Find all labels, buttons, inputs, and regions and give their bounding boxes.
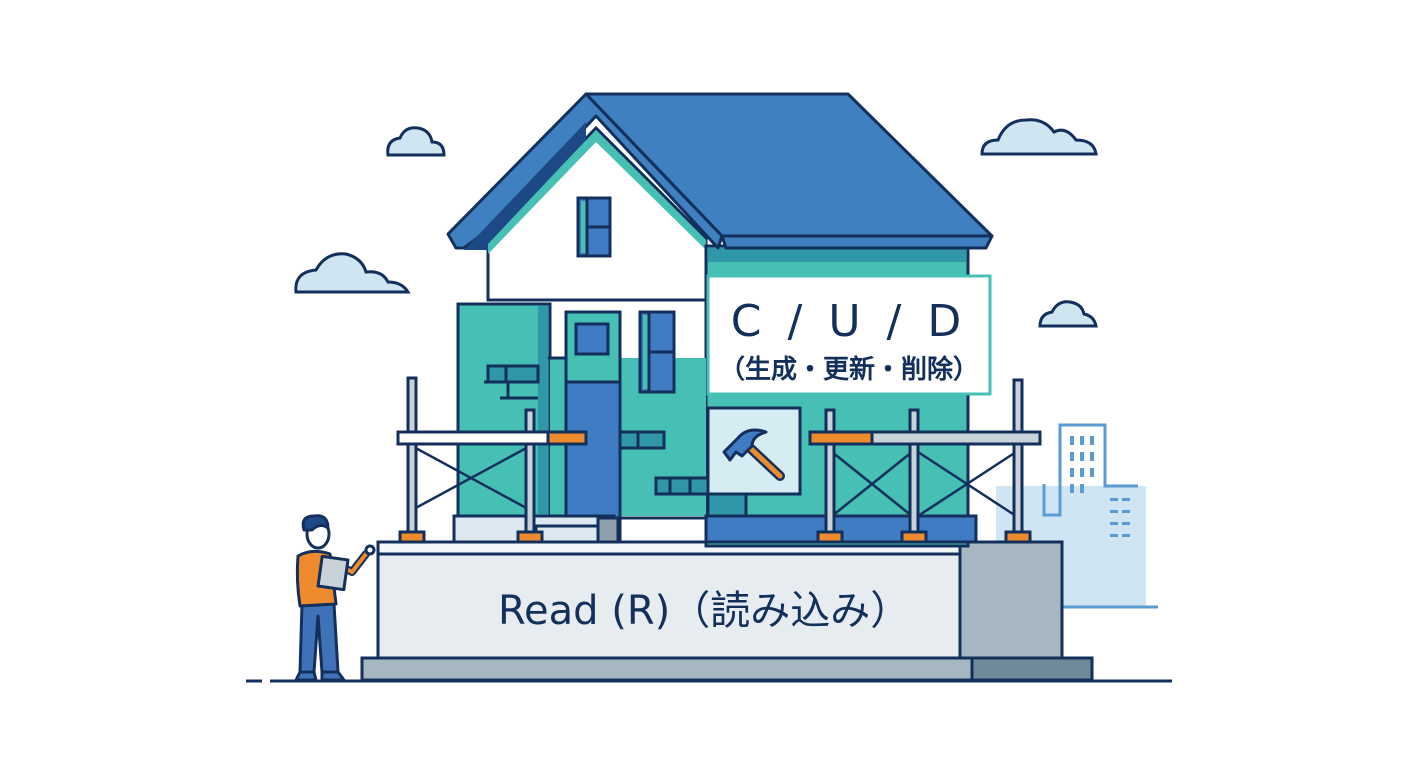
house-door bbox=[564, 310, 622, 520]
person-with-tablet bbox=[294, 514, 376, 682]
foundation-label: Read (R)（読み込み） bbox=[498, 588, 910, 634]
foundation-base bbox=[360, 656, 1094, 682]
cloud-icon bbox=[980, 118, 1098, 156]
cloud-icon bbox=[294, 252, 411, 294]
hammer-icon bbox=[722, 428, 785, 481]
house-roof bbox=[446, 92, 994, 250]
scaffolding-right bbox=[808, 378, 1042, 544]
scaffolding-left bbox=[396, 376, 588, 544]
cud-sign-title: C / U / D bbox=[731, 296, 967, 347]
cloud-icon bbox=[1038, 300, 1098, 328]
cloud-icon bbox=[386, 126, 446, 157]
side-window bbox=[638, 310, 676, 394]
cud-sign: C / U / D （生成・更新・削除） bbox=[706, 274, 992, 396]
attic-window bbox=[576, 196, 612, 258]
cud-sign-subtitle: （生成・更新・削除） bbox=[719, 354, 979, 385]
